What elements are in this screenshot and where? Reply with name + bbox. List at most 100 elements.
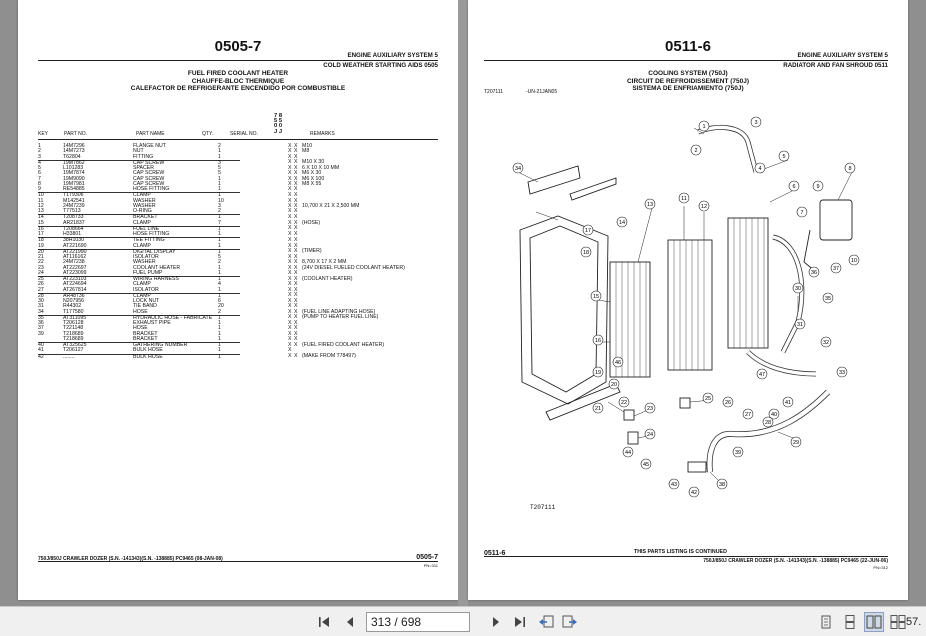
callout-label: 35 bbox=[825, 296, 831, 302]
cell-x1: X bbox=[288, 281, 292, 288]
two-page-continuous-icon bbox=[890, 615, 906, 629]
zoom-level[interactable]: 57. bbox=[906, 616, 922, 628]
cell-part: T208733 bbox=[63, 214, 84, 221]
cell-name: FUEL PUMP bbox=[133, 270, 218, 277]
forward-view-button[interactable] bbox=[560, 612, 580, 632]
cell-name: HYDRAULIC HOSE - FABRICATE bbox=[133, 314, 213, 321]
cell-part: T206128 bbox=[63, 320, 84, 326]
next-page-button[interactable] bbox=[486, 612, 506, 632]
cell-name: TEE FITTING bbox=[133, 237, 165, 244]
two-page-continuous-button[interactable] bbox=[888, 612, 908, 632]
cell-x2: X bbox=[294, 254, 298, 260]
cell-x1: X bbox=[288, 231, 292, 237]
continuous-view-button[interactable] bbox=[840, 612, 860, 632]
cell-key: 40 bbox=[38, 342, 44, 348]
cell-name: ISOLATOR bbox=[133, 254, 159, 260]
cell-x1: X bbox=[288, 298, 292, 304]
single-page-view-button[interactable] bbox=[816, 612, 836, 632]
cell-x1: X bbox=[288, 347, 292, 354]
callout-bubble bbox=[590, 290, 602, 302]
cell-x2: X bbox=[294, 159, 298, 166]
cell-part: 19M7874 bbox=[63, 170, 85, 177]
callout-bubble bbox=[794, 318, 806, 330]
callout-label: 47 bbox=[759, 372, 765, 378]
section-titles: COOLING SYSTEM (750J) CIRCUIT DE REFROID… bbox=[468, 70, 908, 93]
cell-key: 36 bbox=[38, 320, 44, 326]
cell-x1: X bbox=[288, 143, 292, 149]
two-page-view-button[interactable] bbox=[864, 612, 884, 632]
cell-qty: 4 bbox=[218, 281, 221, 288]
first-page-button[interactable] bbox=[314, 612, 334, 632]
callout-label: 12 bbox=[701, 204, 707, 210]
title-fr: CIRCUIT DE REFROIDISSEMENT (750J) bbox=[626, 77, 750, 85]
cell-key: 16 bbox=[38, 225, 44, 232]
document-viewer: 0505-7 ENGINE AUXILIARY SYSTEM 5 COLD WE… bbox=[18, 0, 908, 606]
cell-x2: X bbox=[294, 219, 298, 226]
back-view-button[interactable] bbox=[536, 612, 556, 632]
cell-qty: 1 bbox=[218, 264, 221, 271]
page-title: 0505-7 bbox=[214, 38, 262, 55]
cell-qty: 20 bbox=[218, 303, 224, 310]
back-view-icon bbox=[539, 615, 554, 628]
upper-hose bbox=[697, 124, 759, 173]
cell-key: 13 bbox=[38, 208, 63, 216]
cell-part: AT311095 bbox=[63, 314, 87, 321]
last-page-button[interactable] bbox=[510, 612, 530, 632]
cell-qty: 7 bbox=[218, 220, 240, 227]
cell-key: 18 bbox=[38, 237, 44, 244]
previous-page-icon bbox=[347, 617, 353, 627]
cell-part: AR21837 bbox=[63, 220, 133, 227]
cell-name: SPACER bbox=[133, 165, 154, 171]
cell-key: 19 bbox=[38, 243, 63, 250]
cell-key: 7 bbox=[38, 175, 41, 182]
cell-qty: 1 bbox=[218, 314, 221, 321]
cell-rem: 10,700 X 21 X 2,500 MM bbox=[302, 202, 360, 209]
cell-part: 19M7862 bbox=[63, 159, 85, 166]
page-number-input[interactable]: 313 / 698 bbox=[366, 612, 470, 632]
cell-part: AT325625 bbox=[63, 342, 87, 348]
continued-note: THIS PARTS LISTING IS CONTINUED bbox=[634, 549, 727, 555]
callout-label: 6 bbox=[792, 184, 795, 190]
cell-rem: 6 X 10 X 10 MM bbox=[302, 165, 340, 171]
callout-bubble bbox=[830, 262, 842, 274]
cell-x2: X bbox=[294, 148, 298, 155]
callout-label: 40 bbox=[771, 412, 777, 418]
cell-qty: 1 bbox=[218, 325, 221, 332]
cell-name: ISOLATOR bbox=[133, 287, 218, 294]
callout-label: 38 bbox=[719, 482, 725, 488]
cell-key: 2 bbox=[38, 148, 41, 155]
callout-bubble bbox=[690, 144, 702, 156]
cell-key: 5 bbox=[38, 165, 41, 171]
callout-label: 22 bbox=[621, 400, 627, 406]
callout-label: 19 bbox=[595, 370, 601, 376]
cell-x1: X bbox=[288, 191, 292, 198]
cell-x1: X bbox=[288, 330, 292, 337]
previous-page-button[interactable] bbox=[340, 612, 360, 632]
code-row: 7 8 bbox=[274, 113, 283, 119]
cell-qty: 1 bbox=[218, 270, 240, 277]
callout-bubble bbox=[820, 336, 832, 348]
cell-x2: X bbox=[294, 186, 298, 192]
title-es: CALEFACTOR DE REFRIGERANTE ENCENDIDO POR… bbox=[130, 85, 346, 92]
cell-name: HOSE bbox=[133, 309, 218, 316]
cell-x2: X bbox=[294, 286, 298, 293]
cell-part: T218689 bbox=[63, 336, 133, 343]
footer-rule bbox=[38, 561, 438, 562]
cell-x2: X bbox=[294, 242, 298, 249]
cell-x2: X bbox=[294, 341, 298, 348]
cell-qty: 1 bbox=[218, 336, 240, 343]
cell-rem: 8,700 X 17 X 2 MM bbox=[302, 259, 347, 266]
callout-bubble bbox=[788, 180, 800, 192]
callout-bubble bbox=[768, 408, 780, 420]
cell-name: TIE BAND bbox=[133, 303, 157, 310]
cell-qty: 1 bbox=[218, 175, 221, 182]
callout-label: 3 bbox=[754, 120, 757, 126]
callout-bubble bbox=[754, 162, 766, 174]
cell-name: FUEL LINE bbox=[133, 225, 160, 232]
callout-label: 24 bbox=[647, 432, 653, 438]
cell-key: 8 bbox=[38, 180, 41, 187]
section-titles: FUEL FIRED COOLANT HEATER CHAUFFE-BLOC T… bbox=[18, 70, 458, 93]
